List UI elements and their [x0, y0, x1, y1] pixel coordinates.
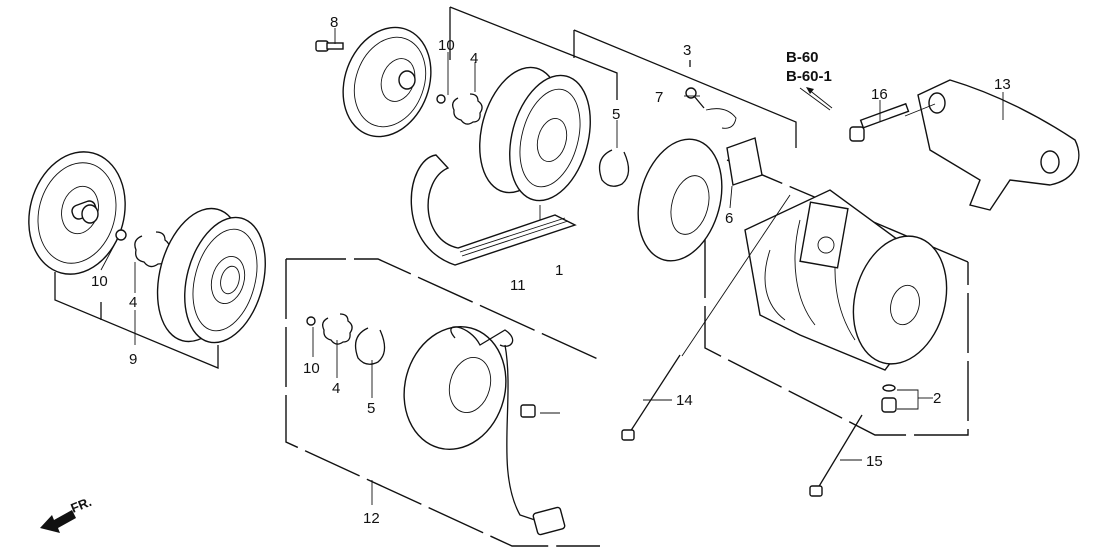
callout-2: 2	[933, 390, 941, 407]
callout-8: 8	[330, 14, 338, 31]
drive-belt	[410, 154, 577, 266]
bracket-line	[573, 29, 797, 148]
center-bolt	[315, 40, 344, 52]
ref-b60-1[interactable]: B-60-1	[786, 68, 832, 85]
ground-screw	[685, 87, 737, 129]
callout-7: 7	[655, 89, 663, 106]
callout-11: 11	[510, 277, 526, 294]
callout-5: 5	[367, 400, 375, 417]
callout-12: 12	[363, 510, 380, 527]
snap-ring-lower	[322, 313, 353, 345]
snap-ring-left	[134, 231, 171, 268]
leader-lines	[100, 28, 1004, 505]
snap-ring-top	[452, 93, 483, 125]
pulley-top	[479, 66, 591, 202]
snap-ring-5-top	[598, 149, 630, 187]
connector-clip	[520, 404, 536, 418]
ref-b60[interactable]: B-60	[786, 49, 819, 66]
bracket-line	[54, 272, 219, 369]
field-coil-top	[637, 138, 723, 262]
protector-bracket	[726, 137, 763, 186]
flange-bolt-16	[849, 102, 936, 142]
compressor-body	[744, 189, 948, 371]
callout-4: 4	[470, 50, 478, 67]
callout-10: 10	[303, 360, 320, 377]
callout-6: 6	[725, 210, 733, 227]
callout-10: 10	[91, 273, 108, 290]
flange-bolt-15	[809, 414, 863, 497]
clutch-plate-top	[342, 26, 432, 138]
relief-valve	[881, 397, 897, 413]
bracket-hole	[1040, 150, 1060, 174]
flange-bolt-14	[621, 354, 681, 441]
callout-15: 15	[866, 453, 883, 470]
ref-leader	[807, 88, 833, 109]
callout-16: 16	[871, 86, 888, 103]
bracket-line	[449, 6, 618, 100]
snap-ring-5-lower	[354, 327, 386, 365]
callout-5: 5	[612, 106, 620, 123]
coil-outline	[285, 259, 600, 547]
ref-arrow-icon	[806, 87, 814, 94]
callout-10: 10	[438, 37, 455, 54]
front-label: FR.	[69, 494, 94, 516]
pulley-left	[156, 207, 266, 344]
shim-top	[436, 94, 446, 104]
clutch-plate-left	[28, 151, 126, 275]
shim-lower	[306, 316, 316, 326]
bracket-hole	[928, 92, 946, 114]
callout-4: 4	[129, 294, 137, 311]
shim-left	[115, 229, 127, 241]
callout-3: 3	[683, 42, 691, 59]
assembly-outline	[704, 170, 969, 436]
front-arrow-icon	[40, 510, 76, 533]
field-coil-lower	[403, 326, 566, 536]
callout-9: 9	[129, 351, 137, 368]
callout-13: 13	[994, 76, 1011, 93]
callout-14: 14	[676, 392, 693, 409]
callout-1: 1	[555, 262, 563, 279]
callouts: 1 2 3 4 4 4 5 5 6 7 8 9 10 10 10 11 12 1…	[91, 14, 1011, 527]
coil-outline	[286, 258, 601, 361]
compressor-bracket	[917, 79, 1080, 211]
o-ring	[882, 384, 896, 392]
callout-4: 4	[332, 380, 340, 397]
